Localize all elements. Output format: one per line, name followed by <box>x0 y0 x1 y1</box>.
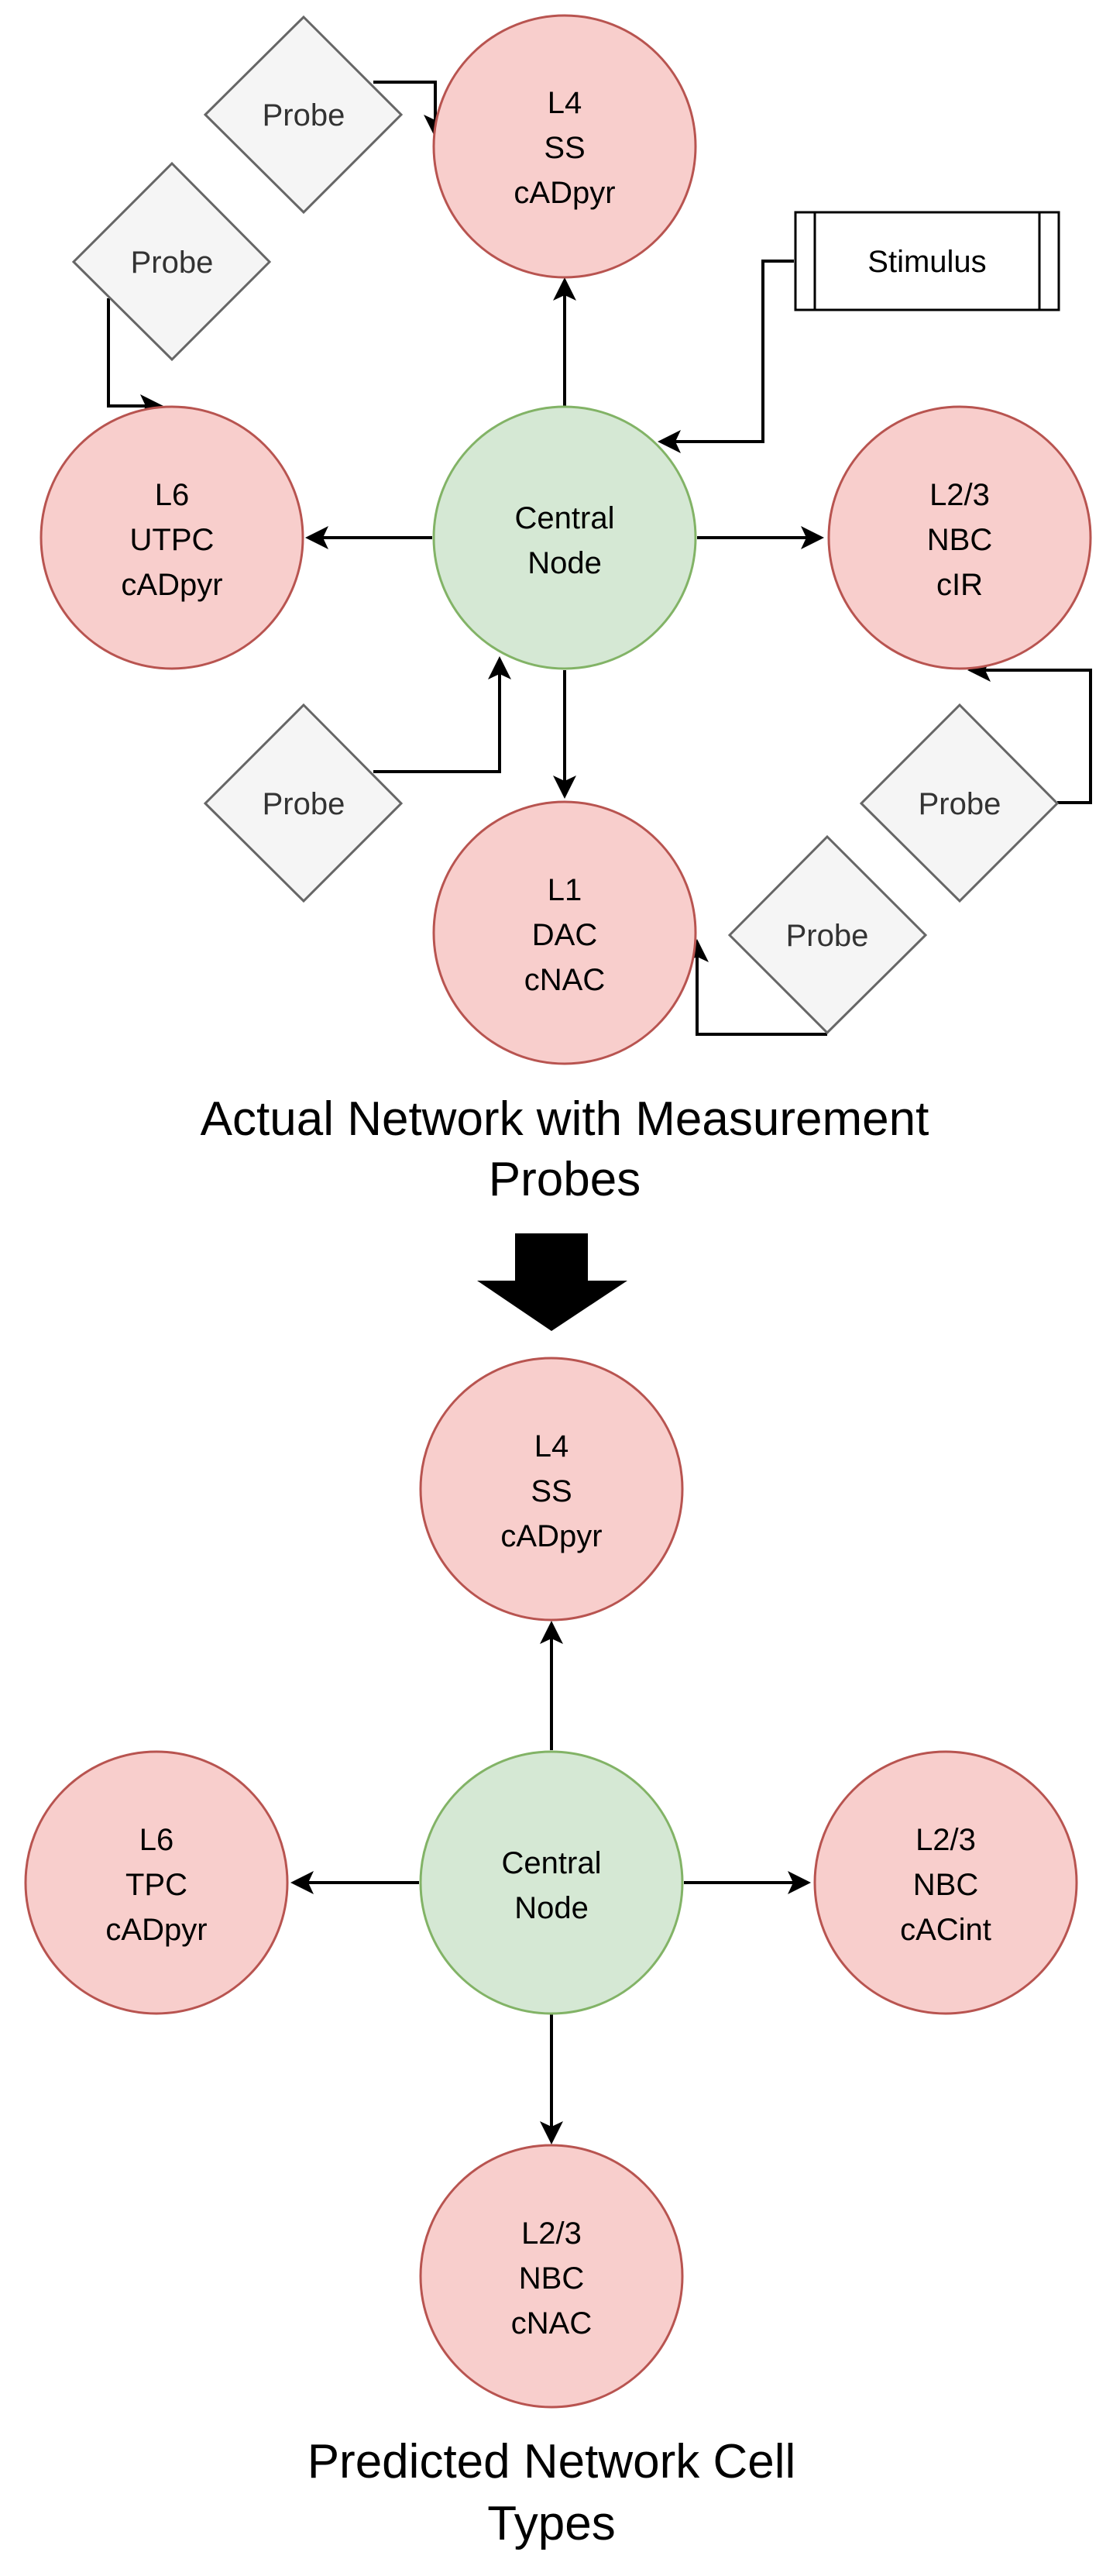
probe-label: Probe <box>131 246 214 280</box>
node-line-2: NBC <box>927 523 992 557</box>
arrowhead-right <box>801 526 824 549</box>
probe-label: Probe <box>919 787 1001 821</box>
node-line-1: Central <box>502 1846 602 1880</box>
node-line-3: cADpyr <box>514 176 615 210</box>
node-line-2: UTPC <box>130 523 215 557</box>
node-line-1: L6 <box>155 478 190 512</box>
node-line-3: cADpyr <box>500 1519 602 1553</box>
predicted-node-central: Central Node <box>419 1750 684 2015</box>
arrowhead-left <box>290 1871 314 1894</box>
predicted-node-left: L6 TPC cADpyr <box>24 1750 289 2015</box>
arrowhead-right <box>788 1871 811 1894</box>
predicted-node-right: L2/3 NBC cACint <box>813 1750 1078 2015</box>
arrowhead-stimulus <box>658 430 681 453</box>
node-line-1: L6 <box>139 1823 174 1857</box>
actual-node-bottom: L1 DAC cNAC <box>432 800 697 1065</box>
predicted-network: L4 SS cADpyr Central Node L6 TPC cADpyr … <box>24 1357 1078 2550</box>
node-line-3: cADpyr <box>121 568 222 602</box>
stimulus-box: Stimulus <box>794 211 1060 311</box>
probe-1: Probe <box>203 15 404 215</box>
node-line-2: TPC <box>125 1868 187 1902</box>
probe-label: Probe <box>263 98 345 132</box>
predicted-node-top: L4 SS cADpyr <box>419 1357 684 1622</box>
arrowhead-top <box>540 1621 563 1644</box>
predicted-edges <box>290 1621 811 2144</box>
actual-caption-line-2: Probes <box>489 1153 641 1206</box>
edge-probe1-to-top <box>373 81 437 133</box>
arrowhead-left <box>305 526 328 549</box>
edge-stimulus-to-center <box>662 260 794 443</box>
stimulus-label: Stimulus <box>867 245 986 279</box>
node-line-1: L4 <box>548 86 582 120</box>
predicted-caption-line-1: Predicted Network Cell <box>307 2435 796 2488</box>
arrowhead-probe3 <box>488 656 511 679</box>
node-line-1: L4 <box>534 1429 569 1463</box>
edge-probe4-to-right <box>972 669 1092 804</box>
actual-network: Probe Probe Probe Probe Probe Stimulus <box>40 14 1092 1206</box>
node-line-1: L2/3 <box>521 2217 582 2251</box>
node-line-3: cACint <box>900 1913 991 1947</box>
actual-caption-line-1: Actual Network with Measurement <box>201 1092 929 1146</box>
node-line-1: L2/3 <box>929 478 990 512</box>
arrowhead-top <box>553 277 576 301</box>
actual-node-left: L6 UTPC cADpyr <box>40 405 304 670</box>
node-line-3: cIR <box>936 568 983 602</box>
arrowhead-bottom <box>553 776 576 799</box>
edge-probe5-to-bottom <box>696 944 827 1036</box>
actual-node-right: L2/3 NBC cIR <box>827 405 1092 670</box>
node-line-2: SS <box>531 1474 572 1508</box>
actual-node-top: L4 SS cADpyr <box>432 14 697 279</box>
predicted-caption-line-2: Types <box>487 2497 615 2550</box>
probe-5: Probe <box>727 834 928 1035</box>
node-line-1: L1 <box>548 873 582 907</box>
arrowhead-bottom <box>540 2121 563 2144</box>
node-line-2: SS <box>544 131 585 165</box>
probe-label: Probe <box>263 787 345 821</box>
node-line-3: cADpyr <box>105 1913 207 1947</box>
probe-label: Probe <box>786 919 869 953</box>
node-line-1: L2/3 <box>915 1823 976 1857</box>
node-line-2: NBC <box>519 2261 584 2296</box>
node-line-2: Node <box>527 546 602 580</box>
node-line-3: cNAC <box>511 2306 592 2340</box>
node-line-2: Node <box>514 1891 589 1925</box>
edge-probe3-to-center <box>373 661 501 773</box>
transition-arrow-icon <box>477 1233 627 1331</box>
node-line-1: Central <box>515 501 615 535</box>
probe-2: Probe <box>71 161 272 362</box>
node-line-2: DAC <box>532 918 597 952</box>
actual-node-central: Central Node <box>432 405 697 670</box>
edge-probe2-to-left <box>107 298 159 408</box>
probe-4: Probe <box>859 703 1060 903</box>
probe-3: Probe <box>203 703 404 903</box>
node-line-2: NBC <box>913 1868 978 1902</box>
node-line-3: cNAC <box>524 963 605 997</box>
predicted-node-bottom: L2/3 NBC cNAC <box>419 2144 684 2409</box>
